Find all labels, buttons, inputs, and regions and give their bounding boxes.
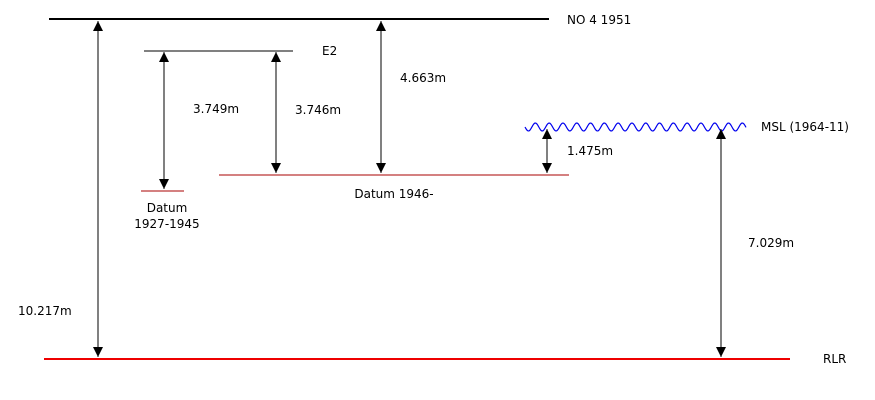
datum-1927-1945-label-line1: Datum [147, 201, 188, 215]
e2-label: E2 [322, 44, 337, 58]
measure-no4-rlr: 10.217m [18, 304, 72, 318]
datum-1946-label: Datum 1946- [354, 187, 433, 201]
measure-no4-datum-new: 4.663m [400, 71, 446, 85]
measure-e2-datum-old: 3.749m [193, 102, 239, 116]
measure-msl-rlr: 7.029m [748, 236, 794, 250]
msl-label: MSL (1964-11) [761, 120, 849, 134]
measure-msl-datum-new: 1.475m [567, 144, 613, 158]
measure-e2-datum-new: 3.746m [295, 103, 341, 117]
rlr-label: RLR [823, 352, 846, 366]
msl-wave-line [524, 122, 747, 132]
datum-1927-1945-label-line2: 1927-1945 [134, 217, 199, 231]
no4-label: NO 4 1951 [567, 13, 631, 27]
